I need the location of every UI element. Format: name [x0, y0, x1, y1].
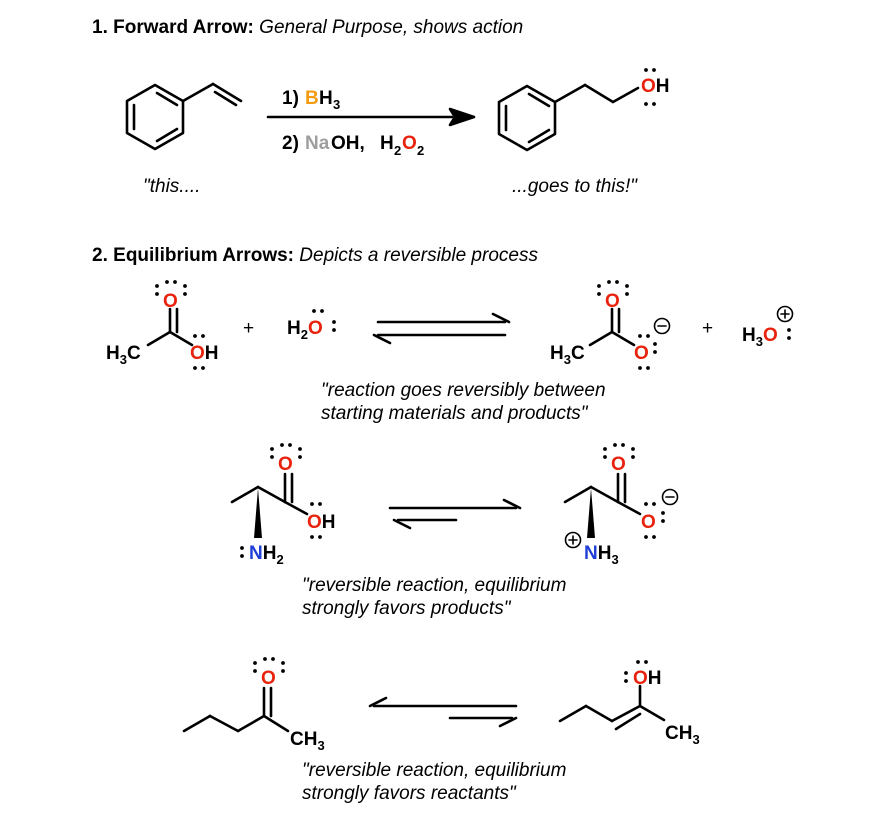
positive-charge-icon: [776, 305, 794, 323]
reagent2-hydroxide: OH,: [331, 133, 365, 154]
reagent1-step: 1): [282, 88, 299, 109]
acetic-methyl: H3C: [106, 343, 141, 367]
caption-favors-reactants: "reversible reaction, equilibrium strong…: [302, 760, 567, 804]
enol-molecule: [558, 684, 666, 731]
phenylethanol-molecule: [497, 83, 640, 152]
hydronium-lone-pair: [787, 328, 791, 340]
zwitterion-oxygen: O: [641, 512, 656, 533]
alanine-molecule: [230, 472, 309, 516]
reagent2-sodium: Na: [305, 133, 330, 154]
section1-title: Forward Arrow:: [113, 17, 254, 38]
alanine-zwitterion-molecule: [563, 472, 642, 516]
caption-favors-products: "reversible reaction, equilibrium strong…: [302, 575, 567, 619]
water-lone-pairs: [312, 309, 336, 332]
positive-charge-icon-zwitterion: [564, 531, 582, 549]
caption-goes-to-this: ...goes to this!": [512, 176, 638, 197]
reagent1-boron: B: [305, 88, 319, 109]
alanine-amine: NH2: [249, 543, 284, 567]
acetate-lone-pairs: [597, 280, 657, 370]
pentanone-oxygen: O: [261, 668, 276, 689]
section2-heading: 2. Equilibrium Arrows: Depicts a reversi…: [92, 245, 538, 267]
equilibrium-arrow-favors-products: [388, 498, 522, 530]
reagent2-o: O: [402, 133, 417, 154]
water-molecule: H2O: [287, 318, 323, 342]
zwitterion-lone-pairs: [603, 443, 665, 539]
acetate-carbonyl-o: O: [605, 291, 620, 312]
section1-number: 1.: [92, 17, 108, 38]
pentanone-molecule: [182, 686, 290, 733]
alanine-lone-pairs: [240, 443, 322, 558]
styrene-molecule: [125, 82, 243, 151]
acetic-carbonyl-o: O: [163, 291, 178, 312]
wedge-bond: [254, 488, 262, 538]
acetate-molecule: [588, 307, 636, 347]
alanine-hydroxyl: OH: [307, 512, 336, 533]
section1-description: General Purpose, shows action: [259, 17, 524, 38]
reagent2-h: H: [380, 133, 394, 154]
acetic-acid-molecule: [146, 307, 194, 347]
zwitterion-ammonium: NH3: [584, 543, 619, 567]
acetic-hydroxyl: OH: [190, 343, 219, 364]
acetate-oxygen: O: [634, 343, 649, 364]
reagent2-o-sub: 2: [417, 143, 424, 158]
reagent1-subscript: 3: [333, 97, 340, 112]
equilibrium-arrow-favors-reactants: [368, 696, 518, 728]
reagent1-hydrogen: H: [319, 88, 333, 109]
enol-lone-pairs: [624, 660, 648, 683]
caption-reversible: "reaction goes reversibly between starti…: [321, 380, 606, 424]
enol-methyl: CH3: [665, 723, 700, 747]
wedge-bond-zwitterion: [587, 488, 595, 538]
lone-pair-dots: [644, 68, 656, 106]
equilibrium-arrow-balanced: [372, 312, 511, 345]
product-hydroxyl: OH: [641, 76, 670, 97]
forward-arrow: [266, 107, 476, 127]
negative-charge-icon-zwitterion: [661, 488, 679, 506]
enol-hydroxyl: OH: [633, 668, 662, 689]
plus-sign-1: +: [243, 318, 254, 339]
pentanone-methyl: CH3: [290, 729, 325, 753]
pentanone-lone-pairs: [253, 657, 285, 673]
section1-heading: 1. Forward Arrow: General Purpose, shows…: [92, 17, 523, 39]
section2-title: Equilibrium Arrows:: [113, 245, 295, 266]
reagent2-step: 2): [282, 133, 299, 154]
alanine-carbonyl-o: O: [278, 454, 293, 475]
section2-description: Depicts a reversible process: [299, 245, 538, 266]
acetic-lone-pairs: [155, 280, 205, 370]
caption-this: "this....: [143, 176, 201, 197]
reagent2-h-sub: 2: [394, 143, 401, 158]
hydronium-molecule: H3O: [742, 325, 778, 349]
acetate-methyl: H3C: [550, 343, 585, 367]
plus-sign-2: +: [702, 318, 713, 339]
negative-charge-icon: [653, 317, 671, 335]
section2-number: 2.: [92, 245, 108, 266]
zwitterion-carbonyl-o: O: [611, 454, 626, 475]
